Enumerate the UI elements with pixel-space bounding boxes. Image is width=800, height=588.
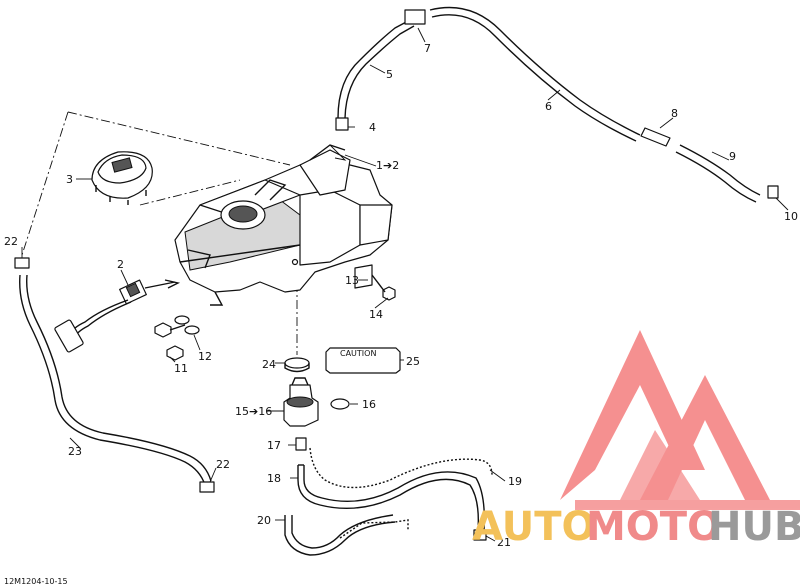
check-valve <box>640 127 779 203</box>
callout-14: 14 <box>369 308 383 321</box>
vent-hose-5 <box>335 19 415 131</box>
callout-25: 25 <box>406 355 420 368</box>
callout-17: 17 <box>267 439 281 452</box>
fuel-level-sensor-connector <box>54 279 181 353</box>
callout-leaders <box>21 27 789 542</box>
hose-clamp-21 <box>473 529 487 541</box>
callout-labels: 1➔2 2 3 4 5 6 7 8 9 10 11 12 13 14 15➔16… <box>4 42 798 549</box>
vent-hose-23 <box>14 257 215 493</box>
vent-hose-6 <box>404 6 641 142</box>
callout-9: 9 <box>729 150 736 163</box>
callout-12: 12 <box>198 350 212 363</box>
callout-21: 21 <box>497 536 511 549</box>
pump-outlet-fitting <box>295 437 486 531</box>
fuel-tank <box>174 144 393 306</box>
watermark-moto: MOTO <box>586 504 721 550</box>
callout-22-bottom: 22 <box>216 458 230 471</box>
callout-1-2: 1➔2 <box>376 159 399 172</box>
callout-13: 13 <box>345 274 359 287</box>
callout-22-top: 22 <box>4 235 18 248</box>
caution-decal-text: CAUTION <box>340 349 376 358</box>
callout-15-16: 15➔16 <box>235 405 272 418</box>
callout-6: 6 <box>545 100 552 113</box>
fuel-pump-module <box>283 377 350 427</box>
callout-4: 4 <box>369 121 376 134</box>
watermark-hub: HUB <box>708 504 800 550</box>
callout-18: 18 <box>267 472 281 485</box>
callout-5: 5 <box>386 68 393 81</box>
drawing-code: 12M1204-10-15 <box>4 577 68 586</box>
callout-24: 24 <box>262 358 276 371</box>
automotohub-watermark: AUTO MOTO HUB <box>472 504 800 550</box>
automotohub-logo-icon <box>560 330 800 510</box>
drain-hose <box>284 514 409 556</box>
callout-7: 7 <box>424 42 431 55</box>
callout-10: 10 <box>784 210 798 223</box>
watermark-auto: AUTO <box>472 504 596 550</box>
callout-20: 20 <box>257 514 271 527</box>
fuel-cap <box>91 151 153 205</box>
construction-lines <box>21 111 298 355</box>
bolts-and-washers <box>154 315 200 361</box>
coiled-vent-hose <box>309 447 493 489</box>
callout-2: 2 <box>117 258 124 271</box>
callout-11: 11 <box>174 362 188 375</box>
callout-8: 8 <box>671 107 678 120</box>
callout-16: 16 <box>362 398 376 411</box>
mounting-bracket <box>354 264 396 301</box>
callout-19: 19 <box>508 475 522 488</box>
caution-decal: CAUTION <box>325 347 401 374</box>
callout-3: 3 <box>66 173 73 186</box>
tank-strap-clip <box>284 357 310 373</box>
callout-23: 23 <box>68 445 82 458</box>
